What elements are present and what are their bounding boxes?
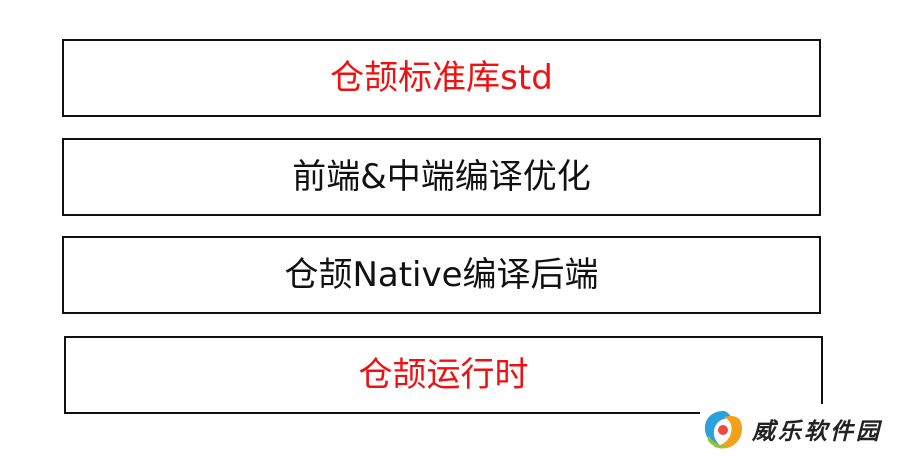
layer-label-native-backend: 仓颉Native编译后端 (284, 255, 599, 295)
layer-box-std-library: 仓颉标准库std (62, 39, 821, 117)
layer-box-runtime: 仓颉运行时 (64, 336, 823, 414)
layer-box-frontend-middle-end: 前端&中端编译优化 (62, 138, 821, 216)
watermark: 威乐软件园 (700, 404, 898, 454)
layer-label-frontend-middle-end: 前端&中端编译优化 (292, 157, 591, 197)
layer-label-runtime: 仓颉运行时 (358, 355, 529, 395)
swirl-logo-icon (704, 411, 743, 449)
layer-box-native-backend: 仓颉Native编译后端 (62, 236, 821, 314)
watermark-text: 威乐软件园 (752, 418, 882, 445)
layer-label-std-library: 仓颉标准库std (330, 58, 553, 98)
